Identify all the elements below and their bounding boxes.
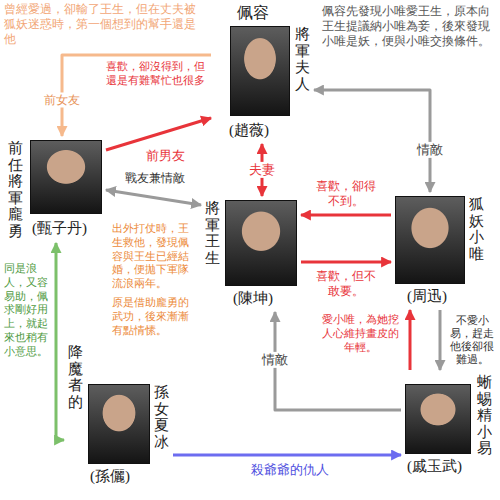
annotation-note: 原是借助龐勇的武功，後來漸漸有點情愫。: [112, 296, 196, 337]
relation-arrow: [275, 312, 401, 410]
character-name: 孫女夏冰: [154, 384, 169, 450]
relation-arrow: [314, 90, 430, 192]
character-name: 將軍夫人: [295, 26, 310, 92]
character-name: 佩容: [237, 4, 269, 22]
character-name: 蜥蜴精小易: [477, 374, 492, 457]
relation-label: 情敵: [415, 142, 445, 158]
relation-label: 前男友: [146, 148, 185, 164]
relation-label: 情敵: [260, 352, 290, 368]
portrait-photo: [88, 384, 150, 464]
relation-arrow: [301, 261, 391, 264]
relation-label: 前女友: [42, 93, 82, 108]
portrait-photo: [225, 200, 297, 286]
character-name: 降魔者的: [68, 344, 83, 410]
actor-name: (甄子丹): [32, 220, 87, 237]
character-node: 狐妖小唯 (周迅): [391, 192, 488, 310]
actor-name: (周迅): [407, 288, 447, 305]
character-name: 狐妖小唯: [469, 196, 484, 262]
relation-label: 喜歡，卻得不到。: [314, 179, 378, 209]
character-node: 佩容將軍夫人 (趙薇): [211, 0, 314, 144]
annotation-note: 曾經愛過，卻輸了王生，但在丈夫被狐妖迷惑時，第一個想到的幫手還是他: [4, 2, 204, 47]
actor-name: (陳坤): [233, 290, 273, 307]
relation-label: 不愛小易，趕走他後卻很難過。: [448, 314, 496, 367]
character-name: 前任將軍龐勇: [8, 140, 23, 239]
relation-arrow: [173, 454, 401, 457]
relation-arrow: [56, 243, 64, 440]
portrait-photo: [395, 196, 465, 284]
character-node: 前任將軍龐勇 (甄子丹): [4, 136, 106, 243]
relation-label: 夫妻: [247, 162, 277, 178]
character-node: 蜥蜴精小易 (戚玉武): [401, 370, 496, 480]
relation-label: 愛小唯，為她挖人心維持畫皮的年輕。: [318, 313, 402, 354]
character-node: 降魔者的孫女夏冰 (孫儷): [64, 340, 173, 490]
annotation-note: 同是浪人，又容易助，佩求剛好用上，就起來也稍有小意思。: [4, 262, 52, 358]
character-node: 將軍王生 (陳坤): [201, 196, 301, 312]
actor-name: (趙薇): [229, 122, 269, 139]
annotation-note: 出外打仗時，王生救他，發現佩容與王生已經結婚，便拋下軍隊流浪兩年。: [112, 222, 196, 291]
portrait-photo: [230, 26, 290, 116]
portrait-photo: [405, 384, 471, 454]
portrait-photo: [30, 140, 102, 214]
relation-arrow: [409, 310, 412, 370]
relation-label: 殺爺爺的仇人: [251, 462, 329, 478]
actor-name: (孫儷): [90, 468, 130, 485]
relation-label: 喜歡，但不敢要。: [314, 269, 378, 299]
relation-arrow: [439, 310, 442, 370]
relation-label: 戰友兼情敵: [125, 171, 185, 186]
actor-name: (戚玉武): [407, 458, 462, 475]
relation-arrow: [301, 214, 391, 217]
relation-arrow: [106, 118, 211, 150]
annotation-note: 喜歡，卻沒得到，但還是有難幫忙也很多: [106, 60, 210, 88]
character-name: 將軍王生: [205, 200, 220, 266]
relation-arrow: [106, 190, 201, 205]
annotation-note: 佩容先發現小唯愛王生，原本向王生提議納小唯為妾，後來發現小唯是妖，便與小唯交換條…: [322, 4, 494, 49]
